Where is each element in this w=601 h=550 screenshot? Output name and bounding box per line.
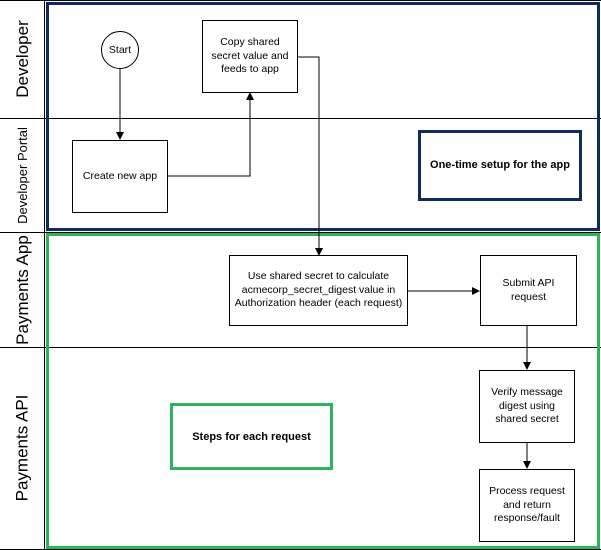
setup-frame: [46, 2, 600, 231]
start-node: Start: [101, 31, 139, 69]
lane-developer: Developer: [0, 0, 45, 118]
lane-label-payments-api: Payments API: [12, 394, 32, 502]
copy-shared-secret-box: Copy shared secret value and feeds to ap…: [202, 20, 298, 93]
lane-label-developer-portal: Developer Portal: [15, 126, 31, 224]
lane-divider: [0, 0, 601, 1]
lane-divider: [0, 347, 601, 348]
lane-label-developer: Developer: [12, 20, 32, 98]
calculate-digest-box: Use shared secret to calculate acmecorp_…: [229, 255, 408, 326]
lane-label-payments-app: Payments App: [12, 234, 32, 345]
lane-developer-portal: Developer Portal: [0, 118, 45, 232]
one-time-setup-note: One-time setup for the app: [418, 130, 582, 201]
lane-label-column: [0, 0, 45, 550]
request-frame: [46, 233, 600, 549]
each-request-note: Steps for each request: [170, 403, 333, 470]
create-new-app-box: Create new app: [72, 140, 168, 213]
verify-digest-box: Verify message digest using shared secre…: [479, 370, 575, 443]
lane-payments-app: Payments App: [0, 232, 45, 347]
submit-api-request-box: Submit API request: [480, 255, 577, 326]
process-request-box: Process request and return response/faul…: [479, 469, 575, 542]
lane-payments-api: Payments API: [0, 347, 45, 549]
